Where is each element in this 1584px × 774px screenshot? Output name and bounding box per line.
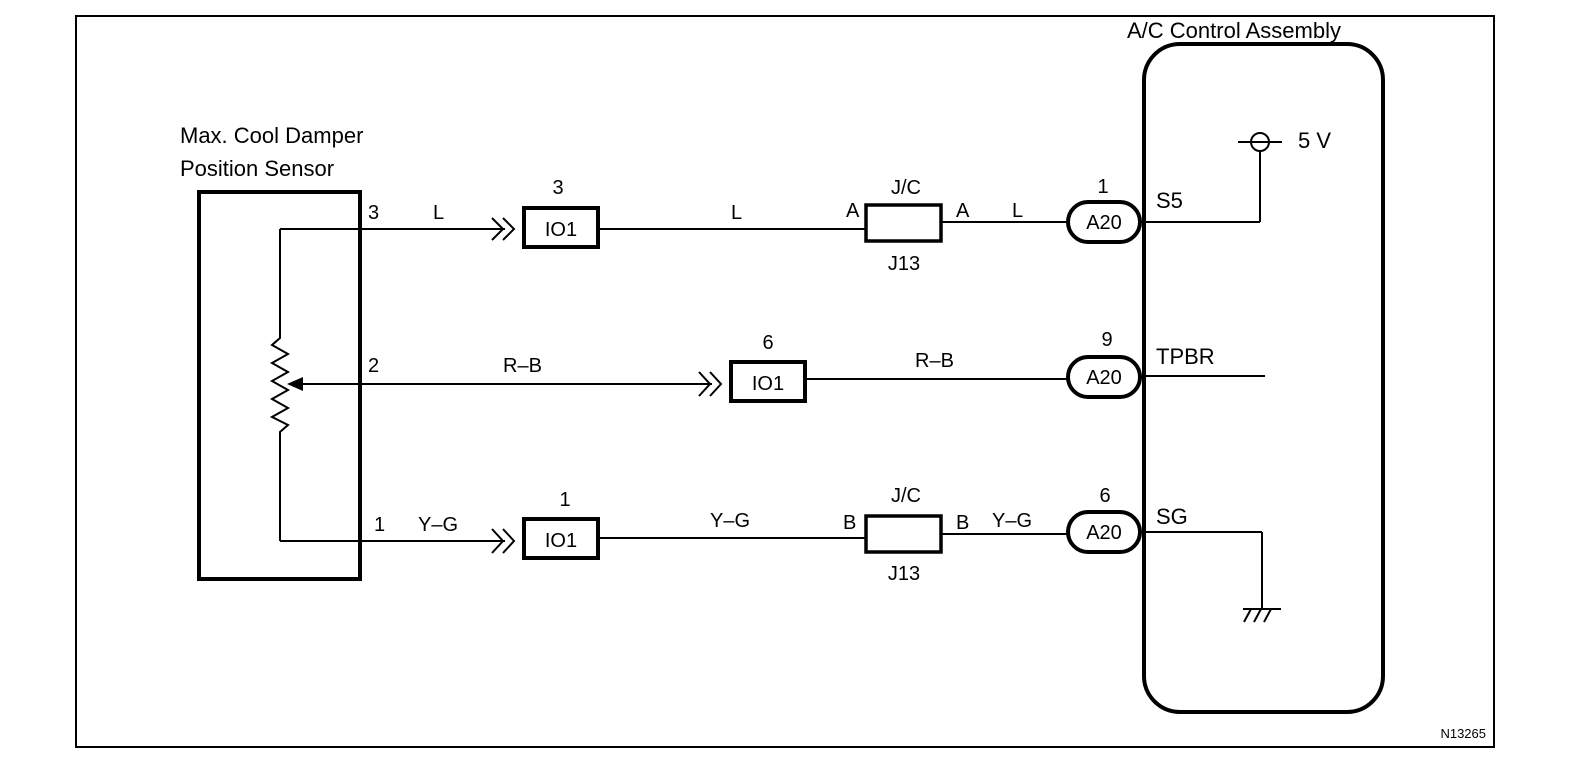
wire-color-label: Y–G: [992, 510, 1032, 532]
jc-id-label: J13: [888, 563, 920, 585]
jc-terminal-in: B: [843, 512, 856, 534]
connector-arrow: [491, 528, 505, 554]
junction-connector: [864, 203, 943, 243]
terminal-sg-label: SG: [1156, 504, 1188, 529]
jc-label: J/C: [891, 177, 921, 199]
diagram-frame: [75, 15, 1495, 748]
ground-icon: [1146, 531, 1281, 623]
assembly-title: A/C Control Assembly: [1127, 18, 1341, 43]
sensor-pin-2: 2: [368, 355, 379, 377]
io1-connector: [729, 360, 807, 403]
io1-connector-label: IO1: [752, 373, 784, 395]
jc-terminal-in: A: [846, 200, 860, 222]
connector-arrow: [502, 217, 516, 241]
jc-id-label: J13: [888, 253, 920, 275]
connector-arrow: [698, 371, 712, 397]
sensor-title-line1: Max. Cool Damper: [180, 123, 363, 148]
a20-connector: [1066, 355, 1142, 399]
a20-pin-label: 6: [1099, 485, 1110, 507]
sensor-pin-3: 3: [368, 202, 379, 224]
sensor-title-line2: Position Sensor: [180, 156, 334, 181]
supply-voltage-label: 5 V: [1298, 128, 1331, 153]
jc-terminal-out: A: [956, 200, 970, 222]
wire-color-label: Y–G: [418, 514, 458, 536]
figure-code: N13265: [1440, 726, 1486, 741]
a20-connector: [1066, 200, 1142, 244]
wire-color-label: R–B: [503, 355, 542, 377]
a20-pin-label: 1: [1097, 176, 1108, 198]
wire-color-label: L: [1012, 200, 1023, 222]
wire-color-label: L: [433, 202, 444, 224]
assembly-body: [1142, 42, 1385, 714]
a20-connector-label: A20: [1086, 522, 1122, 544]
io1-connector-label: IO1: [545, 530, 577, 552]
io1-connector-label: IO1: [545, 219, 577, 241]
jc-terminal-out: B: [956, 512, 969, 534]
connector-arrow: [491, 217, 505, 241]
supply-symbol: [1146, 132, 1282, 223]
io1-connector: [522, 517, 600, 560]
sensor-pin-1: 1: [374, 514, 385, 536]
a20-connector-label: A20: [1086, 367, 1122, 389]
connector-arrow: [709, 371, 723, 397]
wire-color-label: R–B: [915, 350, 954, 372]
connector-arrow: [502, 528, 516, 554]
a20-connector: [1066, 510, 1142, 554]
circuit-r-b: 2 R–B 6 IO1 R–B 9 A20: [360, 329, 1146, 403]
io1-connector: [522, 206, 600, 249]
wire-color-label: Y–G: [710, 510, 750, 532]
circuit-l: 3 L 3 IO1 L J/C A A J13 L 1 A20: [280, 176, 1146, 275]
a20-connector-label: A20: [1086, 212, 1122, 234]
terminal-s5-label: S5: [1156, 188, 1183, 213]
junction-connector: [864, 514, 943, 554]
a20-pin-label: 9: [1101, 329, 1112, 351]
io-pin-label: 6: [762, 332, 773, 354]
jc-label: J/C: [891, 485, 921, 507]
terminal-tpbr-label: TPBR: [1156, 344, 1215, 369]
io-pin-label: 1: [559, 489, 570, 511]
io-pin-label: 3: [552, 177, 563, 199]
circuit-y-g: 1 Y–G 1 IO1 Y–G J/C B B J13 Y–G 6 A20: [280, 485, 1146, 585]
potentiometer-symbol: [269, 229, 360, 541]
wire-color-label: L: [731, 202, 742, 224]
